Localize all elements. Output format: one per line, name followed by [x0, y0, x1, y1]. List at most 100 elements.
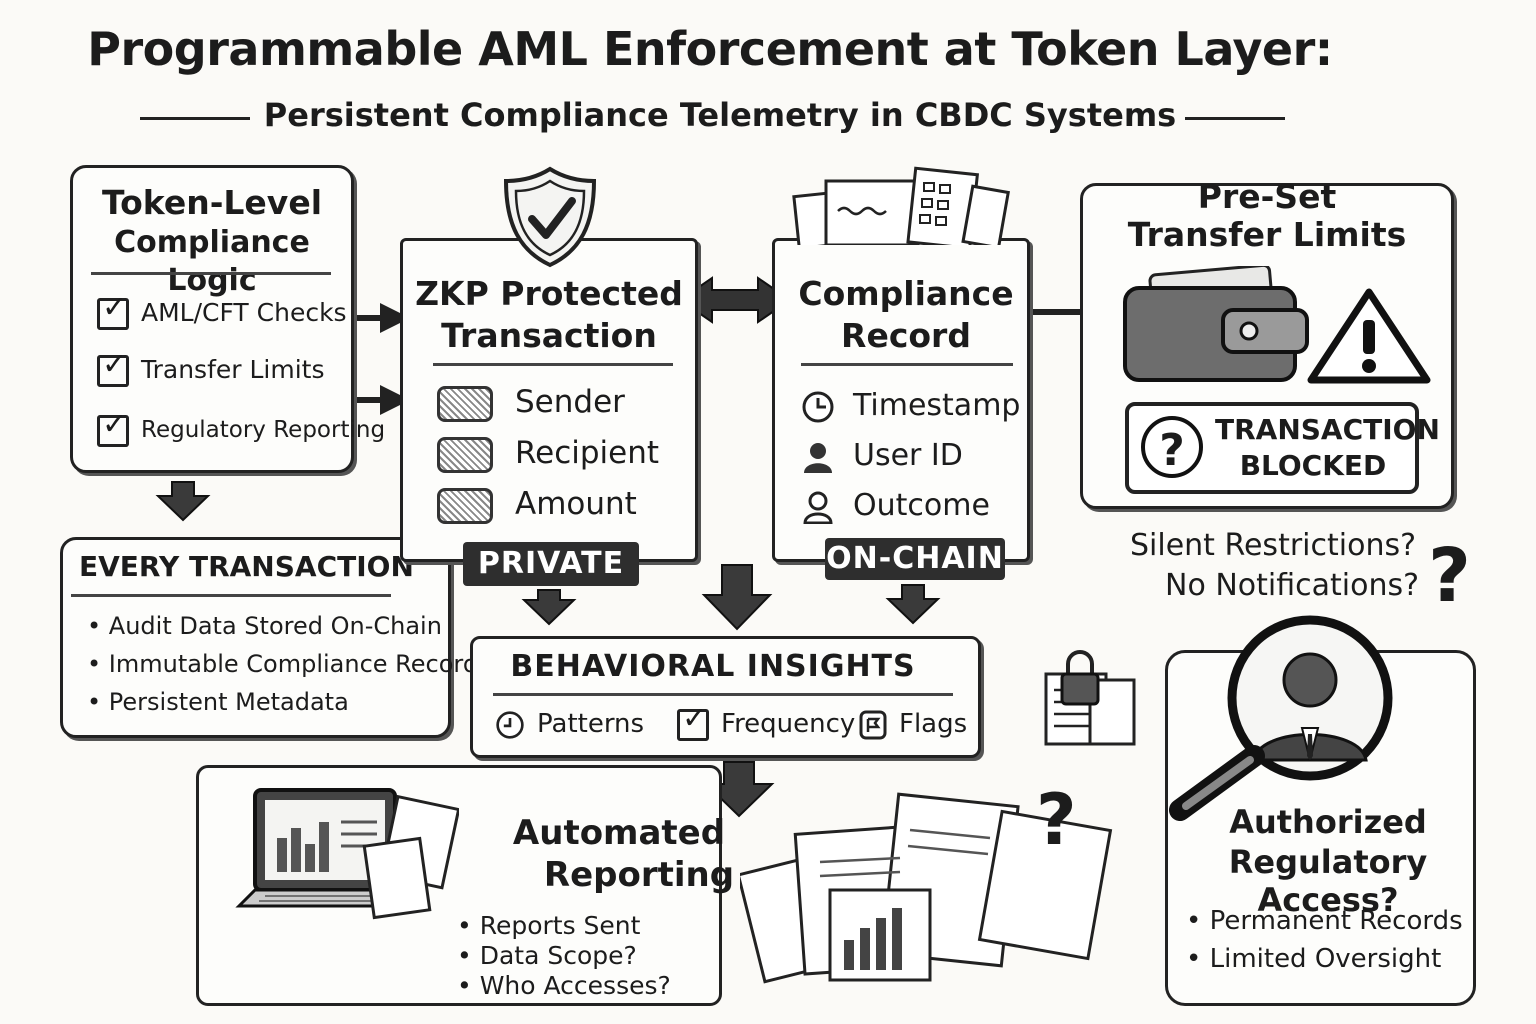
zkp-heading-line1: ZKP Protected	[415, 274, 683, 313]
record-heading-line1: Compliance	[798, 274, 1014, 313]
down-arrow-record	[885, 584, 941, 625]
clock-icon	[496, 710, 524, 739]
no-notifications-question: No Notifications?	[1165, 568, 1420, 603]
list-item-label: Persistent Metadata	[108, 688, 349, 716]
on-chain-tag: ON-CHAIN	[825, 538, 1005, 580]
token-logic-heading-line1: Token-Level	[101, 183, 323, 222]
locked-clipboard-icon	[1044, 650, 1136, 746]
compliance-record-panel: Compliance Record Timestamp User ID Outc…	[772, 238, 1030, 562]
checkbox-icon	[97, 291, 129, 330]
transaction-blocked-badge: ? TRANSACTION BLOCKED	[1125, 402, 1440, 494]
divider	[91, 272, 331, 275]
zkp-transaction-panel: ZKP Protected Transaction Sender Recipie…	[400, 238, 698, 562]
reporting-item: • Data Scope?	[457, 941, 637, 970]
blocked-text-line2: BLOCKED	[1239, 449, 1387, 482]
private-tag: PRIVATE	[463, 542, 639, 586]
list-item: • Immutable Compliance Record	[87, 650, 479, 678]
magnifier-official-icon	[1169, 615, 1393, 821]
zkp-field-label: Sender	[515, 384, 625, 420]
down-arrow-center	[701, 564, 773, 631]
checkbox-icon	[97, 408, 129, 447]
clock-icon	[802, 391, 834, 422]
wallet-icon	[1123, 266, 1309, 382]
record-field: Outcome	[801, 489, 990, 524]
list-item-label: Immutable Compliance Record	[108, 650, 479, 678]
insight-item: Flags	[859, 707, 967, 741]
checkbox-icon	[97, 348, 129, 387]
reporting-heading-line1: Automated	[512, 813, 726, 853]
silent-restrictions-question: Silent Restrictions?	[1130, 528, 1417, 563]
reporting-item-label: Who Accesses?	[479, 971, 671, 1000]
outcome-user-icon	[803, 491, 833, 524]
subtitle-rule-left	[140, 117, 250, 120]
record-field-label: User ID	[853, 438, 963, 473]
access-item-label: Permanent Records	[1209, 906, 1463, 936]
transfer-limits-panel: Pre-Set Transfer Limits ? TRANSACTION BL…	[1080, 178, 1454, 509]
hashed-token-icon	[437, 385, 493, 422]
shield-check-icon	[503, 166, 597, 268]
divider	[493, 693, 953, 696]
warning-icon	[1307, 288, 1431, 384]
token-logic-heading-line2: Compliance Logic	[114, 225, 310, 298]
zkp-field-label: Recipient	[515, 435, 660, 471]
laptop-chart-icon	[235, 788, 459, 920]
access-item: • Permanent Records	[1186, 906, 1463, 936]
insight-item: Patterns	[495, 707, 644, 741]
insight-item: Frequency	[677, 702, 856, 741]
list-item: • Persistent Metadata	[87, 688, 349, 716]
page-subtitle: Persistent Compliance Telemetry in CBDC …	[263, 96, 1177, 134]
zkp-field: Sender	[437, 385, 625, 422]
record-field-label: Outcome	[853, 488, 990, 523]
divider	[801, 363, 1013, 366]
zkp-field: Recipient	[437, 436, 659, 473]
zkp-heading-line2: Transaction	[441, 316, 657, 355]
down-arrow-logic	[155, 481, 211, 522]
access-item-label: Limited Oversight	[1209, 944, 1442, 974]
checklist-label: Transfer Limits	[141, 355, 325, 384]
flag-badge-icon	[859, 710, 887, 739]
subtitle-rule-right	[1185, 117, 1285, 120]
ledger-documents-icon	[792, 166, 1010, 245]
blocked-text-line1: TRANSACTION	[1215, 413, 1440, 446]
hashed-token-icon	[437, 436, 493, 473]
page-title: Programmable AML Enforcement at Token La…	[87, 22, 1333, 76]
access-heading-line2: Regulatory Access?	[1228, 843, 1428, 919]
question-mark-icon: ?	[1428, 533, 1471, 619]
checkbox-icon	[677, 702, 709, 741]
zkp-field: Amount	[437, 487, 637, 524]
user-icon	[804, 442, 832, 473]
list-item: • Audit Data Stored On-Chain	[87, 612, 442, 640]
automated-reporting-panel: Automated Reporting • Reports Sent • Dat…	[196, 765, 734, 1006]
reporting-item-label: Reports Sent	[479, 911, 641, 940]
checklist-item: Transfer Limits	[97, 348, 325, 387]
record-field: User ID	[801, 439, 963, 474]
record-heading-line2: Record	[841, 316, 971, 355]
hashed-token-icon	[437, 487, 493, 524]
insight-label: Flags	[899, 709, 968, 739]
reporting-item-label: Data Scope?	[479, 941, 637, 970]
token-logic-panel: Token-Level Compliance Logic AML/CFT Che…	[70, 165, 385, 473]
every-transaction-panel: EVERY TRANSACTION • Audit Data Stored On…	[60, 537, 478, 738]
question-icon: ?	[1141, 416, 1203, 478]
document-question-mark: ?	[1036, 779, 1077, 861]
list-item-label: Audit Data Stored On-Chain	[108, 612, 442, 640]
checklist-label: AML/CFT Checks	[141, 298, 347, 327]
reporting-item: • Reports Sent	[457, 911, 641, 940]
checklist-item: Regulatory Reporting	[97, 408, 386, 447]
record-field: Timestamp	[801, 389, 1020, 424]
reporting-heading-line2: Reporting	[543, 855, 735, 895]
record-field-label: Timestamp	[853, 388, 1021, 423]
insight-label: Patterns	[537, 709, 645, 739]
document-pile-icon	[740, 792, 1113, 984]
limits-heading-line2: Transfer Limits	[1127, 215, 1407, 254]
insights-heading: BEHAVIORAL INSIGHTS	[510, 649, 916, 684]
divider	[433, 363, 673, 366]
insight-label: Frequency	[721, 709, 856, 739]
divider	[71, 594, 391, 597]
checklist-label: Regulatory Reporting	[141, 417, 386, 443]
reporting-item: • Who Accesses?	[457, 971, 671, 1000]
checklist-item: AML/CFT Checks	[97, 291, 347, 330]
access-heading-line1: Authorized	[1229, 803, 1427, 841]
limits-heading-line1: Pre-Set	[1197, 177, 1337, 216]
behavioral-insights-panel: BEHAVIORAL INSIGHTS Patterns Frequency F…	[470, 636, 981, 758]
